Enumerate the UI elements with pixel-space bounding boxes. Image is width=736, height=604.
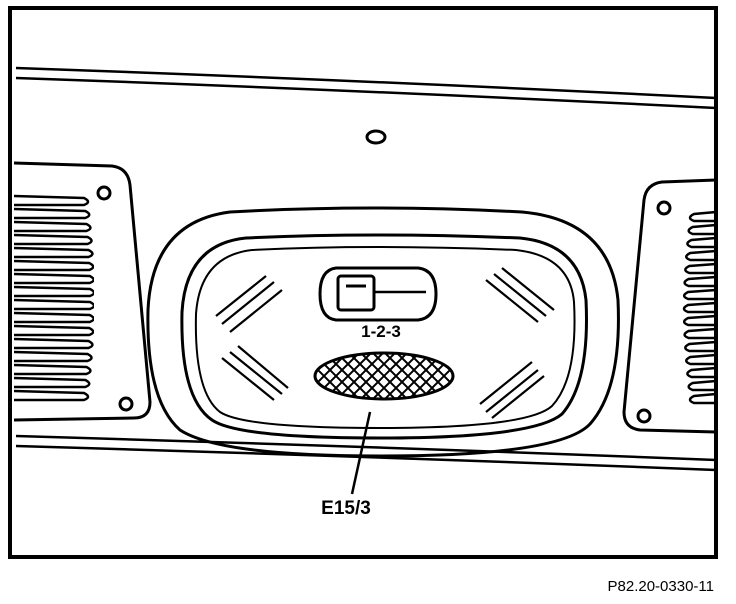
drawing-frame [8, 6, 718, 559]
hatch-line [347, 353, 397, 399]
hatch-line [315, 353, 349, 399]
hatch-line [315, 353, 337, 399]
vent-slat [687, 379, 716, 392]
hatch-line [315, 353, 337, 399]
component-callout: E15/3 [321, 498, 371, 519]
hatch-line [456, 352, 504, 400]
hatch-line [359, 353, 409, 399]
vent-slat [14, 350, 93, 363]
hatch-line [419, 353, 453, 399]
hatch-line [383, 353, 433, 399]
vent-slat [14, 194, 90, 207]
vent-slat [683, 327, 716, 340]
vent-slat [14, 233, 93, 246]
vent-slat [684, 340, 716, 353]
vent-slat [682, 288, 716, 301]
figure-reference: P82.20-0330-11 [608, 578, 714, 595]
vent-slat [14, 363, 92, 376]
screw-icon [96, 185, 112, 201]
vent-slat [14, 389, 90, 402]
vent-slats [682, 210, 716, 405]
vent-slat [14, 298, 94, 311]
vent-slats [14, 194, 94, 402]
vent-slat [682, 301, 716, 314]
vent-slat [688, 392, 716, 405]
switch-knob [336, 274, 376, 312]
hatch-line [431, 353, 453, 399]
vent-slat [685, 353, 716, 366]
vent-slat [684, 262, 716, 275]
vent-slat [14, 207, 91, 220]
hatch-line [228, 352, 276, 400]
vent-slat [683, 275, 716, 288]
hatch-line [431, 353, 453, 399]
vent-slat [685, 249, 716, 262]
vent-slat [687, 223, 716, 236]
vent-slat [686, 236, 716, 249]
lamp-housing [146, 206, 620, 458]
hatch-line [264, 352, 312, 400]
screw-icon [636, 408, 652, 424]
vent-slat [14, 246, 94, 259]
screw-icon [118, 396, 134, 412]
hatch-line [264, 352, 312, 400]
hatch-line [315, 353, 325, 399]
right-vent-panel [622, 178, 717, 434]
vent-slat [688, 210, 716, 223]
vent-slat [14, 376, 91, 389]
leader-line [350, 411, 372, 495]
hatch-line [443, 353, 453, 399]
vent-slat [682, 314, 716, 327]
hatch-line [443, 353, 453, 399]
screw-icon [656, 200, 672, 216]
diffuser-hatching [215, 267, 555, 419]
vent-slat [686, 366, 716, 379]
hatch-line [371, 353, 421, 399]
hatch-line [228, 352, 276, 400]
hatch-line [335, 353, 385, 399]
screw-hole [365, 129, 387, 145]
slide-switch: 1-2-3 [318, 266, 438, 341]
vent-slat [14, 259, 94, 272]
vent-slat [14, 311, 94, 324]
vent-slat [14, 337, 94, 350]
hatch-line [456, 352, 504, 400]
hatch-line [315, 353, 325, 399]
vent-slat [14, 285, 94, 298]
vent-slat [14, 272, 94, 285]
vent-slat [14, 324, 94, 337]
switch-position-label: 1-2-3 [361, 322, 401, 341]
lamp-lens [228, 351, 504, 401]
left-vent-panel [13, 161, 152, 422]
vent-slat [14, 220, 92, 233]
